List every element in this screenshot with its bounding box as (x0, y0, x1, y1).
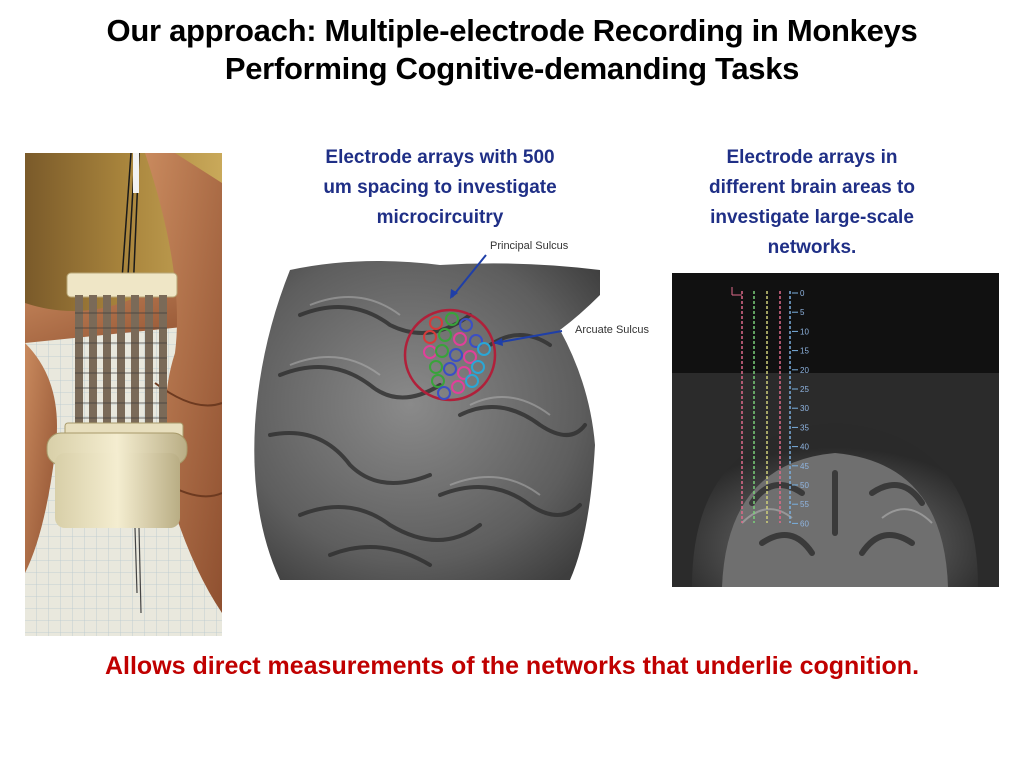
label-arcuate-sulcus: Arcuate Sulcus (575, 324, 649, 336)
depth-tick-label: 20 (800, 366, 809, 375)
electrode-tracks (741, 291, 791, 523)
slide-title: Our approach: Multiple-electrode Recordi… (0, 12, 1024, 88)
depth-tick-label: 30 (800, 404, 809, 413)
title-line-2: Performing Cognitive-demanding Tasks (224, 51, 800, 86)
electrode-drive-photo (25, 153, 222, 636)
caption-microcircuitry: Electrode arrays with 500 um spacing to … (295, 143, 585, 233)
depth-tick-label: 15 (800, 347, 809, 356)
brain-surface (254, 261, 600, 580)
mri-coronal-figure: 0 5 10 15 20 25 30 35 40 45 50 55 60 (672, 273, 999, 587)
depth-tick-label: 45 (800, 462, 809, 471)
depth-tick-label: 55 (800, 500, 809, 509)
title-line-1: Our approach: Multiple-electrode Recordi… (106, 13, 918, 48)
caption-right-line-4: networks. (767, 237, 857, 258)
caption-right-line-3: investigate large-scale (710, 207, 914, 228)
depth-tick-label: 60 (800, 519, 809, 528)
caption-left-line-2: um spacing to investigate (323, 177, 557, 198)
depth-tick-label: 50 (800, 481, 809, 490)
depth-tick-label: 25 (800, 385, 809, 394)
caption-right-line-1: Electrode arrays in (726, 147, 898, 168)
caption-left-line-1: Electrode arrays with 500 (325, 147, 555, 168)
array-ring (403, 308, 497, 402)
caption-right-line-2: different brain areas to (709, 177, 915, 198)
depth-tick-label: 10 (800, 327, 809, 336)
depth-tick-label: 0 (800, 289, 805, 298)
depth-tick-label: 40 (800, 443, 809, 452)
slide-conclusion: Allows direct measurements of the networ… (104, 652, 920, 680)
depth-tick-label: 35 (800, 423, 809, 432)
depth-tick-label: 5 (800, 308, 805, 317)
depth-scale: 0 5 10 15 20 25 30 35 40 45 50 55 60 (792, 289, 809, 528)
label-principal-sulcus: Principal Sulcus (490, 240, 569, 252)
caption-left-line-3: microcircuitry (376, 207, 504, 228)
caption-large-scale-networks: Electrode arrays in different brain area… (672, 143, 952, 263)
brain-surface-figure: Principal Sulcus Arcuate Sulcus (254, 240, 649, 580)
